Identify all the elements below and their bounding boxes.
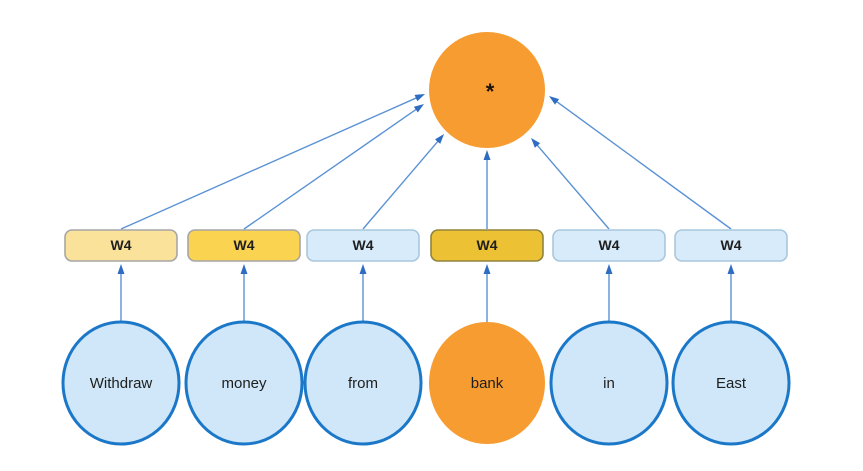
word-node-money-label: money <box>221 375 267 392</box>
word-node-withdraw-ellipse <box>61 320 181 446</box>
weight-box-4-rect <box>430 229 544 262</box>
word-node-bank-label: bank <box>471 375 504 392</box>
weight-box-2: W4 <box>187 229 301 262</box>
weight-box-6: W4 <box>674 229 788 262</box>
word-row: Withdraw money from bank in East <box>61 320 791 446</box>
word-node-withdraw-label: Withdraw <box>90 375 153 392</box>
output-node: * <box>429 32 545 148</box>
weight-box-4-label: W4 <box>477 237 498 253</box>
edge-w4-3-to-output <box>362 134 445 230</box>
edge-w4-2-to-output <box>243 103 424 230</box>
weight-row: W4 W4 W4 W4 W4 W4 <box>64 229 788 262</box>
word-node-east: East <box>671 320 791 446</box>
output-node-label: * <box>486 79 495 104</box>
weight-box-1-rect <box>64 229 178 262</box>
word-node-from-label: from <box>348 375 378 392</box>
weight-box-6-label: W4 <box>721 237 742 253</box>
word-node-east-label: East <box>716 375 747 392</box>
word-node-from-ellipse <box>303 320 423 446</box>
word-node-east-ellipse <box>671 320 791 446</box>
weight-box-5-label: W4 <box>599 237 620 253</box>
weight-box-4: W4 <box>430 229 544 262</box>
word-node-withdraw: Withdraw <box>61 320 181 446</box>
weight-box-3-rect <box>306 229 420 262</box>
weight-box-5: W4 <box>552 229 666 262</box>
word-node-bank: bank <box>429 322 545 444</box>
edge-w4-1-to-output <box>120 94 426 230</box>
edge-w4-5-to-output <box>531 137 610 230</box>
word-node-money: money <box>184 320 304 446</box>
word-node-in-ellipse <box>549 320 669 446</box>
weight-box-6-rect <box>674 229 788 262</box>
weight-box-1: W4 <box>64 229 178 262</box>
edges-weights-to-output <box>120 94 732 230</box>
weight-box-3: W4 <box>306 229 420 262</box>
output-node-circle <box>429 32 545 148</box>
word-node-money-ellipse <box>184 320 304 446</box>
weight-box-1-label: W4 <box>111 237 132 253</box>
word-node-in-label: in <box>603 375 615 392</box>
weight-box-5-rect <box>552 229 666 262</box>
edges-words-to-weights <box>117 264 735 322</box>
weight-box-2-rect <box>187 229 301 262</box>
edge-w4-6-to-output <box>549 95 732 230</box>
word-node-in: in <box>549 320 669 446</box>
word-node-from: from <box>303 320 423 446</box>
weight-box-2-label: W4 <box>234 237 255 253</box>
weight-box-3-label: W4 <box>353 237 374 253</box>
word-node-bank-ellipse <box>429 322 545 444</box>
